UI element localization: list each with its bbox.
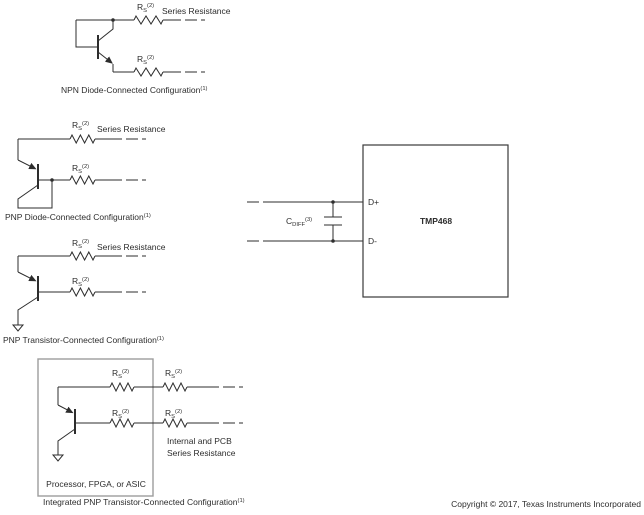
resistor-symbol	[109, 417, 135, 429]
npn-emitter-arrow-icon	[97, 51, 113, 64]
resistor-symbol	[69, 286, 96, 298]
ground-symbol	[51, 454, 65, 462]
rs-label: RS(2)	[72, 238, 89, 250]
processor-box-label: Processor, FPGA, or ASIC	[46, 479, 146, 489]
processor-box	[37, 358, 154, 497]
integrated-pnp-config-caption: Integrated PNP Transistor-Connected Conf…	[43, 497, 245, 507]
pnp-diode-connected-config: RS(2) Series Resistance RS(2) PNP Diode-…	[5, 120, 166, 222]
pin-dminus-label: D-	[368, 236, 377, 246]
rs-label: RS(2)	[137, 54, 154, 66]
pnp-transistor-symbol	[11, 256, 39, 332]
npn-config-caption: NPN Diode-Connected Configuration(1)	[61, 85, 208, 95]
pnp-diode-config-caption: PNP Diode-Connected Configuration(1)	[5, 212, 151, 222]
pnp-emitter-arrow-icon	[17, 159, 37, 170]
npn-diode-connected-config: RS(2) Series Resistance RS(2) NPN Diode-…	[61, 2, 231, 95]
pnp-transistor-symbol	[51, 387, 76, 462]
resistor-symbol	[162, 417, 188, 429]
resistor-symbol	[69, 250, 96, 262]
pnp-emitter-arrow-icon	[57, 404, 74, 414]
resistor-symbol	[133, 14, 164, 26]
cdiff-label: CDIFF(3)	[286, 216, 312, 228]
resistor-symbol	[69, 174, 96, 186]
rs-label: RS(2)	[72, 276, 89, 288]
rs-label: RS(2)	[165, 408, 182, 420]
tmp468-chip-section: CDIFF(3) D+ D- TMP468	[247, 144, 509, 298]
pin-dplus-label: D+	[368, 197, 379, 207]
tmp468-chip-box	[362, 144, 509, 298]
pnp-transistor-symbol	[17, 139, 54, 209]
chip-name-label: TMP468	[420, 216, 452, 226]
copyright-text: Copyright © 2017, Texas Instruments Inco…	[451, 499, 641, 509]
npn-transistor-symbol	[75, 18, 115, 72]
rs-label: RS(2)	[72, 120, 89, 132]
internal-pcb-label-line1: Internal and PCB	[167, 436, 232, 446]
internal-pcb-label-line2: Series Resistance	[167, 448, 236, 458]
rs-label: RS(2)	[137, 2, 154, 14]
resistor-symbol	[133, 66, 164, 78]
pnp-transistor-connected-config: RS(2) Series Resistance RS(2) PNP Transi…	[3, 238, 166, 345]
ground-symbol	[11, 324, 25, 332]
rs-label: RS(2)	[165, 368, 182, 380]
capacitor-symbol	[324, 200, 342, 243]
junction-dot	[331, 239, 335, 243]
rs-label: RS(2)	[112, 368, 129, 380]
junction-dot	[331, 200, 335, 204]
integrated-pnp-config: RS(2) RS(2) RS(2) RS(2) Internal and PCB…	[37, 358, 245, 507]
series-resistance-label: Series Resistance	[162, 6, 231, 16]
resistor-symbol	[109, 381, 135, 393]
resistor-symbol	[162, 381, 188, 393]
series-resistance-label: Series Resistance	[97, 124, 166, 134]
resistor-symbol	[69, 133, 96, 145]
series-resistance-label: Series Resistance	[97, 242, 166, 252]
pnp-emitter-arrow-icon	[17, 271, 37, 282]
rs-label: RS(2)	[112, 408, 129, 420]
pnp-transistor-config-caption: PNP Transistor-Connected Configuration(1…	[3, 335, 164, 345]
rs-label: RS(2)	[72, 163, 89, 175]
